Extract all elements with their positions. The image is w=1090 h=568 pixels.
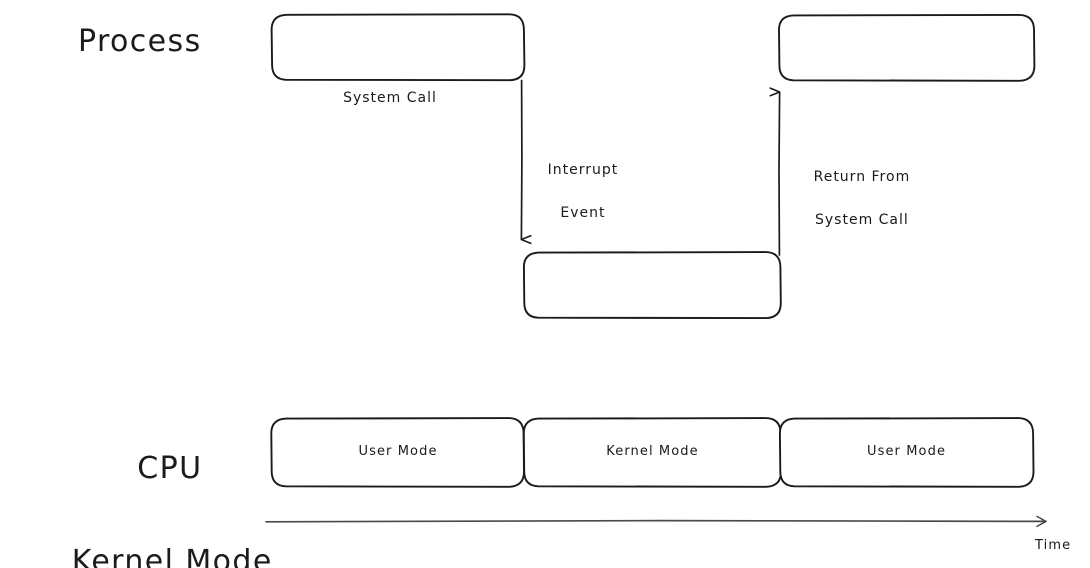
row-label-cpu-kernel-mode: CPU Kernel Mode: [28, 399, 272, 568]
process-box-kernel-shape: [522, 251, 782, 320]
annotation-interrupt-event: Interrupt Event: [524, 138, 620, 246]
process-box-right-shape: [778, 13, 1036, 82]
annotation-interrupt-event-line2: Event: [560, 205, 606, 222]
row-label-cpu-line2: Kernel Mode: [71, 543, 273, 568]
cpu-segment-1-shape: [270, 417, 525, 488]
annotation-return-from-line1: Return From: [813, 168, 911, 185]
cpu-segment-1-label: User Mode: [358, 444, 438, 459]
cpu-segment-2-label: Kernel Mode: [606, 444, 699, 459]
annotation-return-from-line2: System Call: [815, 212, 909, 229]
interrupt-arrow-line: [520, 79, 522, 240]
annotation-return-from-system-call: Return From System Call: [790, 145, 912, 253]
cpu-segment-3-shape: [778, 417, 1035, 488]
cpu-segment-2-shape: [522, 417, 782, 488]
time-axis-line: [265, 515, 1047, 528]
row-label-cpu-line1: CPU: [137, 450, 203, 486]
return-arrow-line: [779, 92, 781, 256]
annotation-system-call: System Call: [343, 90, 437, 106]
annotation-interrupt-event-line1: Interrupt: [547, 161, 619, 178]
time-axis-label: Time: [1035, 538, 1072, 553]
process-box-left-shape: [270, 13, 526, 82]
row-label-process: Process: [78, 24, 202, 59]
cpu-segment-3-label: User Mode: [866, 444, 947, 459]
